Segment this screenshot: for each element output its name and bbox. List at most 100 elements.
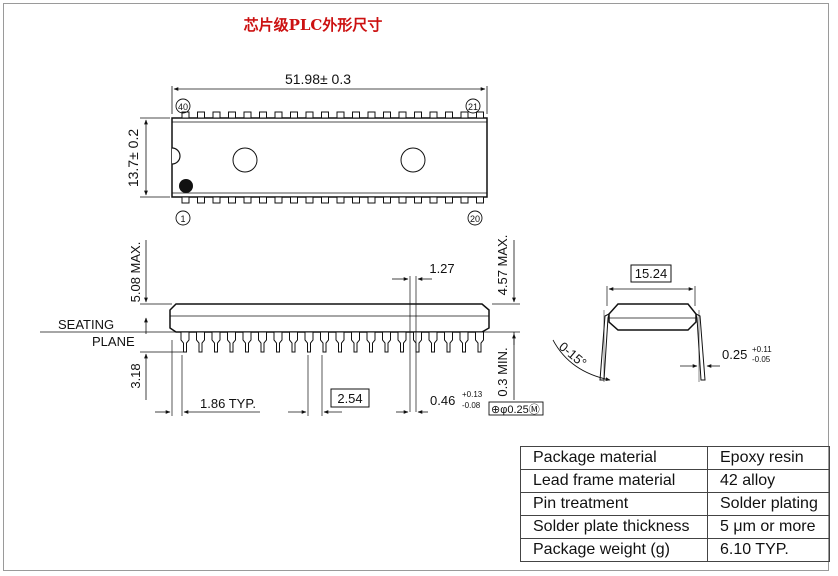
side-pin	[366, 331, 376, 353]
standoff-dimension: 0.3 MIN.	[495, 347, 510, 396]
side-pin	[444, 331, 453, 353]
top-pin-row	[181, 111, 484, 119]
bottom-pin	[460, 196, 469, 204]
top-pin	[383, 111, 391, 119]
top-pin	[274, 111, 283, 119]
side-pin	[320, 331, 329, 353]
spec-value: Solder plating	[707, 492, 830, 516]
bottom-pin	[414, 196, 422, 204]
side-pin-row	[180, 331, 484, 353]
side-pin	[413, 331, 422, 353]
package-body-top	[171, 117, 488, 198]
spec-value: 6.10 TYP.	[707, 538, 830, 562]
pin-label-1: 1	[180, 214, 185, 224]
body-height-dimension: 4.57 MAX.	[495, 235, 510, 296]
lead-length-dimension: 3.18	[128, 363, 143, 388]
spec-value: 5 μm or more	[707, 515, 830, 539]
pin-pitch-small-dimension: 1.27	[429, 261, 454, 276]
bottom-pin	[290, 196, 298, 204]
pin-label-20: 20	[470, 214, 480, 224]
side-pin	[242, 331, 252, 353]
side-pin	[196, 331, 205, 353]
bottom-pin	[383, 196, 391, 204]
side-pin	[304, 331, 314, 353]
mold-mark-right	[400, 147, 426, 173]
pin-label-21: 21	[468, 102, 478, 112]
side-pin	[289, 331, 298, 353]
lead-width-tol-plus: +0.13	[462, 390, 483, 399]
side-pin	[382, 331, 391, 353]
spec-label: Solder plate thickness	[520, 515, 708, 539]
lead-thickness-tol-plus: +0.11	[752, 345, 772, 354]
top-pin	[197, 111, 205, 119]
bottom-pin	[259, 196, 267, 204]
bottom-pin	[274, 196, 283, 204]
spec-value: Epoxy resin	[707, 446, 830, 470]
top-pin	[476, 111, 484, 119]
top-pin	[228, 111, 236, 119]
top-pin	[336, 111, 345, 119]
side-pin	[227, 331, 236, 353]
spec-label: Lead frame material	[520, 469, 708, 493]
spec-label: Package material	[520, 446, 708, 470]
side-pin	[475, 331, 484, 353]
pin-label-40: 40	[178, 102, 188, 112]
side-view: SEATING PLANE 5.08 MAX. 3.18 4.57 MAX. 0…	[40, 235, 544, 416]
plane-label: PLANE	[92, 334, 135, 349]
drawing-frame	[3, 3, 829, 571]
seating-label: SEATING	[58, 317, 114, 332]
bottom-pin	[367, 196, 376, 204]
top-pin	[243, 111, 252, 119]
bottom-pin	[336, 196, 345, 204]
top-pin	[321, 111, 329, 119]
position-tolerance: ⊕φ0.25Ⓜ	[491, 403, 540, 416]
lead-width-tol-minus: -0.08	[462, 401, 481, 410]
top-pin	[305, 111, 314, 119]
top-pin	[212, 111, 221, 119]
row-spacing-dimension: 15.24	[635, 266, 668, 281]
lead-thickness-tol-minus: -0.05	[752, 355, 771, 364]
drawing-title: 芯片级PLC外形尺寸	[243, 16, 383, 34]
bottom-pin	[445, 196, 453, 204]
width-dimension: 13.7± 0.2	[125, 129, 141, 187]
spec-label: Package weight (g)	[520, 538, 708, 562]
max-height-dimension: 5.08 MAX.	[128, 242, 143, 303]
lead-thickness: 0.25	[722, 347, 747, 362]
bottom-pin	[321, 196, 329, 204]
top-pin	[429, 111, 438, 119]
bottom-pin	[429, 196, 438, 204]
top-pin	[259, 111, 267, 119]
end-view: 15.24 0-15° 0.25 +0.11 -0.05	[552, 264, 772, 382]
side-pin	[273, 331, 283, 353]
side-pin	[180, 331, 190, 353]
length-dimension: 51.98± 0.3	[285, 71, 351, 87]
bottom-pin	[243, 196, 252, 204]
table-row: Solder plate thickness 5 μm or more	[520, 515, 830, 539]
side-pin	[397, 331, 407, 353]
bottom-pin	[476, 196, 484, 204]
bottom-pin	[212, 196, 221, 204]
package-body-side	[169, 303, 490, 333]
top-pin	[290, 111, 298, 119]
table-row: Lead frame material 42 alloy	[520, 469, 830, 493]
pitch-dimension: 2.54	[337, 391, 362, 406]
side-pin	[351, 331, 360, 353]
lead-angle: 0-15°	[556, 339, 590, 371]
top-pin	[367, 111, 376, 119]
bottom-pin	[398, 196, 407, 204]
bottom-pin	[197, 196, 205, 204]
bottom-pin-row	[181, 196, 484, 204]
side-pin	[258, 331, 267, 353]
spec-value: 42 alloy	[707, 469, 830, 493]
lead-width-dimension: 0.46	[430, 393, 455, 408]
table-row: Package material Epoxy resin	[520, 446, 830, 470]
top-pin	[352, 111, 360, 119]
table-row: Pin treatment Solder plating	[520, 492, 830, 516]
mold-mark-left	[232, 147, 258, 173]
side-pin	[459, 331, 469, 353]
top-pin	[398, 111, 407, 119]
pin1-notch	[171, 147, 181, 165]
bottom-pin	[181, 196, 190, 204]
side-pin	[428, 331, 438, 353]
